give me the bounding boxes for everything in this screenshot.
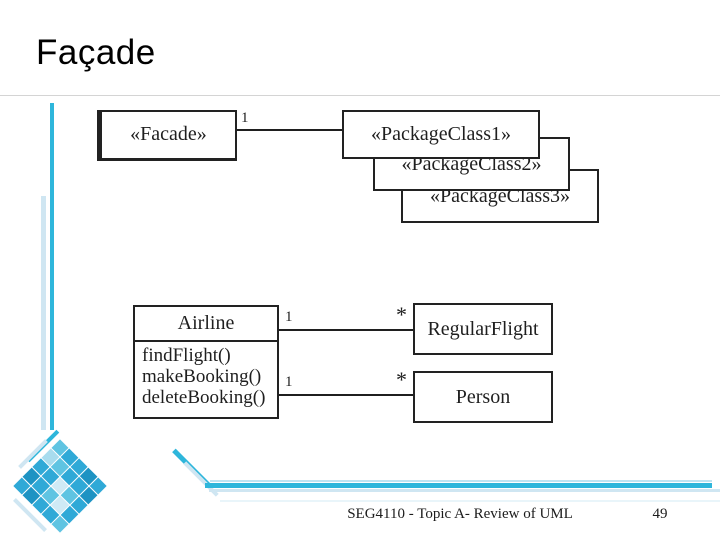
uml-class-packageclass1-label: «PackageClass1» [371,123,511,145]
association-airline-regularflight [279,329,413,331]
uml-class-person-label: Person [455,386,511,408]
multiplicity-label: 1 [285,309,293,325]
uml-class-packageclass1: «PackageClass1» [342,110,540,159]
left-accent-line-light [41,196,46,430]
uml-method: makeBooking() [142,366,262,387]
multiplicity-label: 1 [285,374,293,390]
multiplicity-label: * [396,367,407,392]
uml-method: deleteBooking() [142,387,266,408]
association-facade-packageclass1 [237,129,342,131]
uml-class-airline: Airline findFlight() makeBooking() delet… [133,305,279,419]
mosaic-diamond-decoration [13,439,107,533]
multiplicity-label: 1 [241,110,249,126]
uml-class-airline-name: Airline [135,307,277,342]
left-accent-line-cyan [50,103,54,430]
uml-class-regularflight: RegularFlight [413,303,553,355]
footer-course-label: SEG4110 - Topic A- Review of UML [347,506,573,522]
bottom-rule-faint [220,500,720,502]
uml-class-facade-label: «Facade» [130,123,207,145]
bottom-rule-light-top [210,480,712,482]
bottom-rule-light [209,489,720,492]
uml-class-regularflight-label: RegularFlight [427,318,539,340]
slide-title: Façade [36,33,156,72]
page-number: 49 [652,506,668,522]
title-divider [0,95,720,96]
uml-class-person: Person [413,371,553,423]
multiplicity-label: * [396,302,407,327]
uml-method: findFlight() [142,345,231,366]
bottom-rule-cyan [205,483,712,488]
uml-class-airline-methods: findFlight() makeBooking() deleteBooking… [135,342,277,408]
association-airline-person [279,394,413,396]
uml-class-facade: «Facade» [97,110,237,161]
